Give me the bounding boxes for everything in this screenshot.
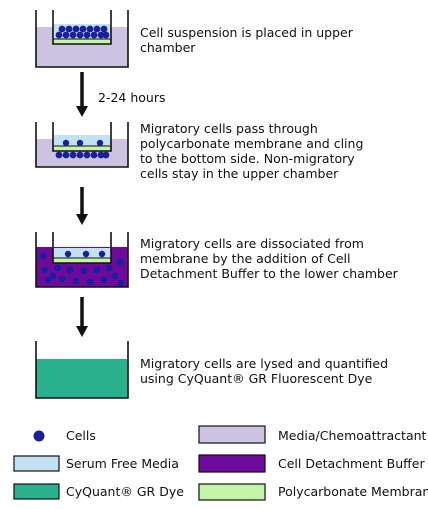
cells-upper (55, 25, 110, 39)
well-outline (35, 341, 129, 399)
step-4-text: Migratory cells are lysed and quantified… (140, 356, 388, 386)
lower-cyquant-fill (36, 359, 128, 398)
legend-media-swatch (198, 425, 266, 444)
step-3-line-2: membrane by the addition of Cell (140, 251, 351, 266)
cells-migrated (55, 151, 110, 159)
legend-cyquant-swatch (13, 483, 60, 500)
time-label: 2-24 hours (98, 90, 166, 105)
legend-media-label: Media/Chemoattractant (278, 428, 427, 443)
legend-detach-label: Cell Detachment Buffer (278, 456, 425, 471)
insert-outline (52, 232, 112, 264)
legend-cyquant-label: CyQuant® GR Dye (66, 484, 184, 499)
insert-outline (52, 122, 112, 152)
legend-serum-swatch (13, 455, 60, 472)
well-step-3 (35, 232, 129, 288)
well-outline (35, 122, 129, 168)
upper-serum-fill (53, 135, 111, 146)
step-2-line-1: Migratory cells pass through (140, 121, 318, 136)
step-1-line-2: chamber (140, 40, 196, 55)
step-2-line-3: to the bottom side. Non-migratory (140, 151, 355, 166)
cells-non-migratory (62, 139, 104, 147)
step-4-line-1: Migratory cells are lysed and quantified (140, 356, 389, 371)
arrow-1 (76, 72, 88, 117)
well-outline (35, 232, 129, 288)
step-2-line-4: cells stay in the upper chamber (140, 166, 339, 181)
step-4-line-2: using CyQuant® GR Fluorescent Dye (140, 371, 373, 386)
well-step-4 (35, 341, 129, 399)
legend-membrane-label: Polycarbonate Membrane (278, 484, 428, 499)
legend-cells-label: Cells (66, 428, 96, 443)
cells-detached (39, 252, 125, 287)
step-3-line-3: Detachment Buffer to the lower chamber (140, 266, 398, 281)
arrow-3 (76, 297, 88, 337)
step-1-line-1: Cell suspension is placed in upper (140, 25, 353, 40)
arrow-2 (76, 187, 88, 225)
step-2-line-2: polycarbonate membrane and cling (140, 136, 364, 151)
insert-outline (52, 10, 112, 45)
legend-cell-swatch (33, 430, 45, 442)
well-step-2 (35, 122, 129, 168)
legend-serum-label: Serum Free Media (66, 456, 179, 471)
legend-membrane-swatch (198, 483, 266, 501)
cells-remaining (64, 250, 106, 258)
step-3-line-1: Migratory cells are dissociated from (140, 236, 364, 251)
upper-serum-fill (53, 248, 111, 258)
well-outline (35, 10, 129, 68)
legend-detach-swatch (198, 454, 266, 473)
well-step-1 (35, 10, 129, 68)
